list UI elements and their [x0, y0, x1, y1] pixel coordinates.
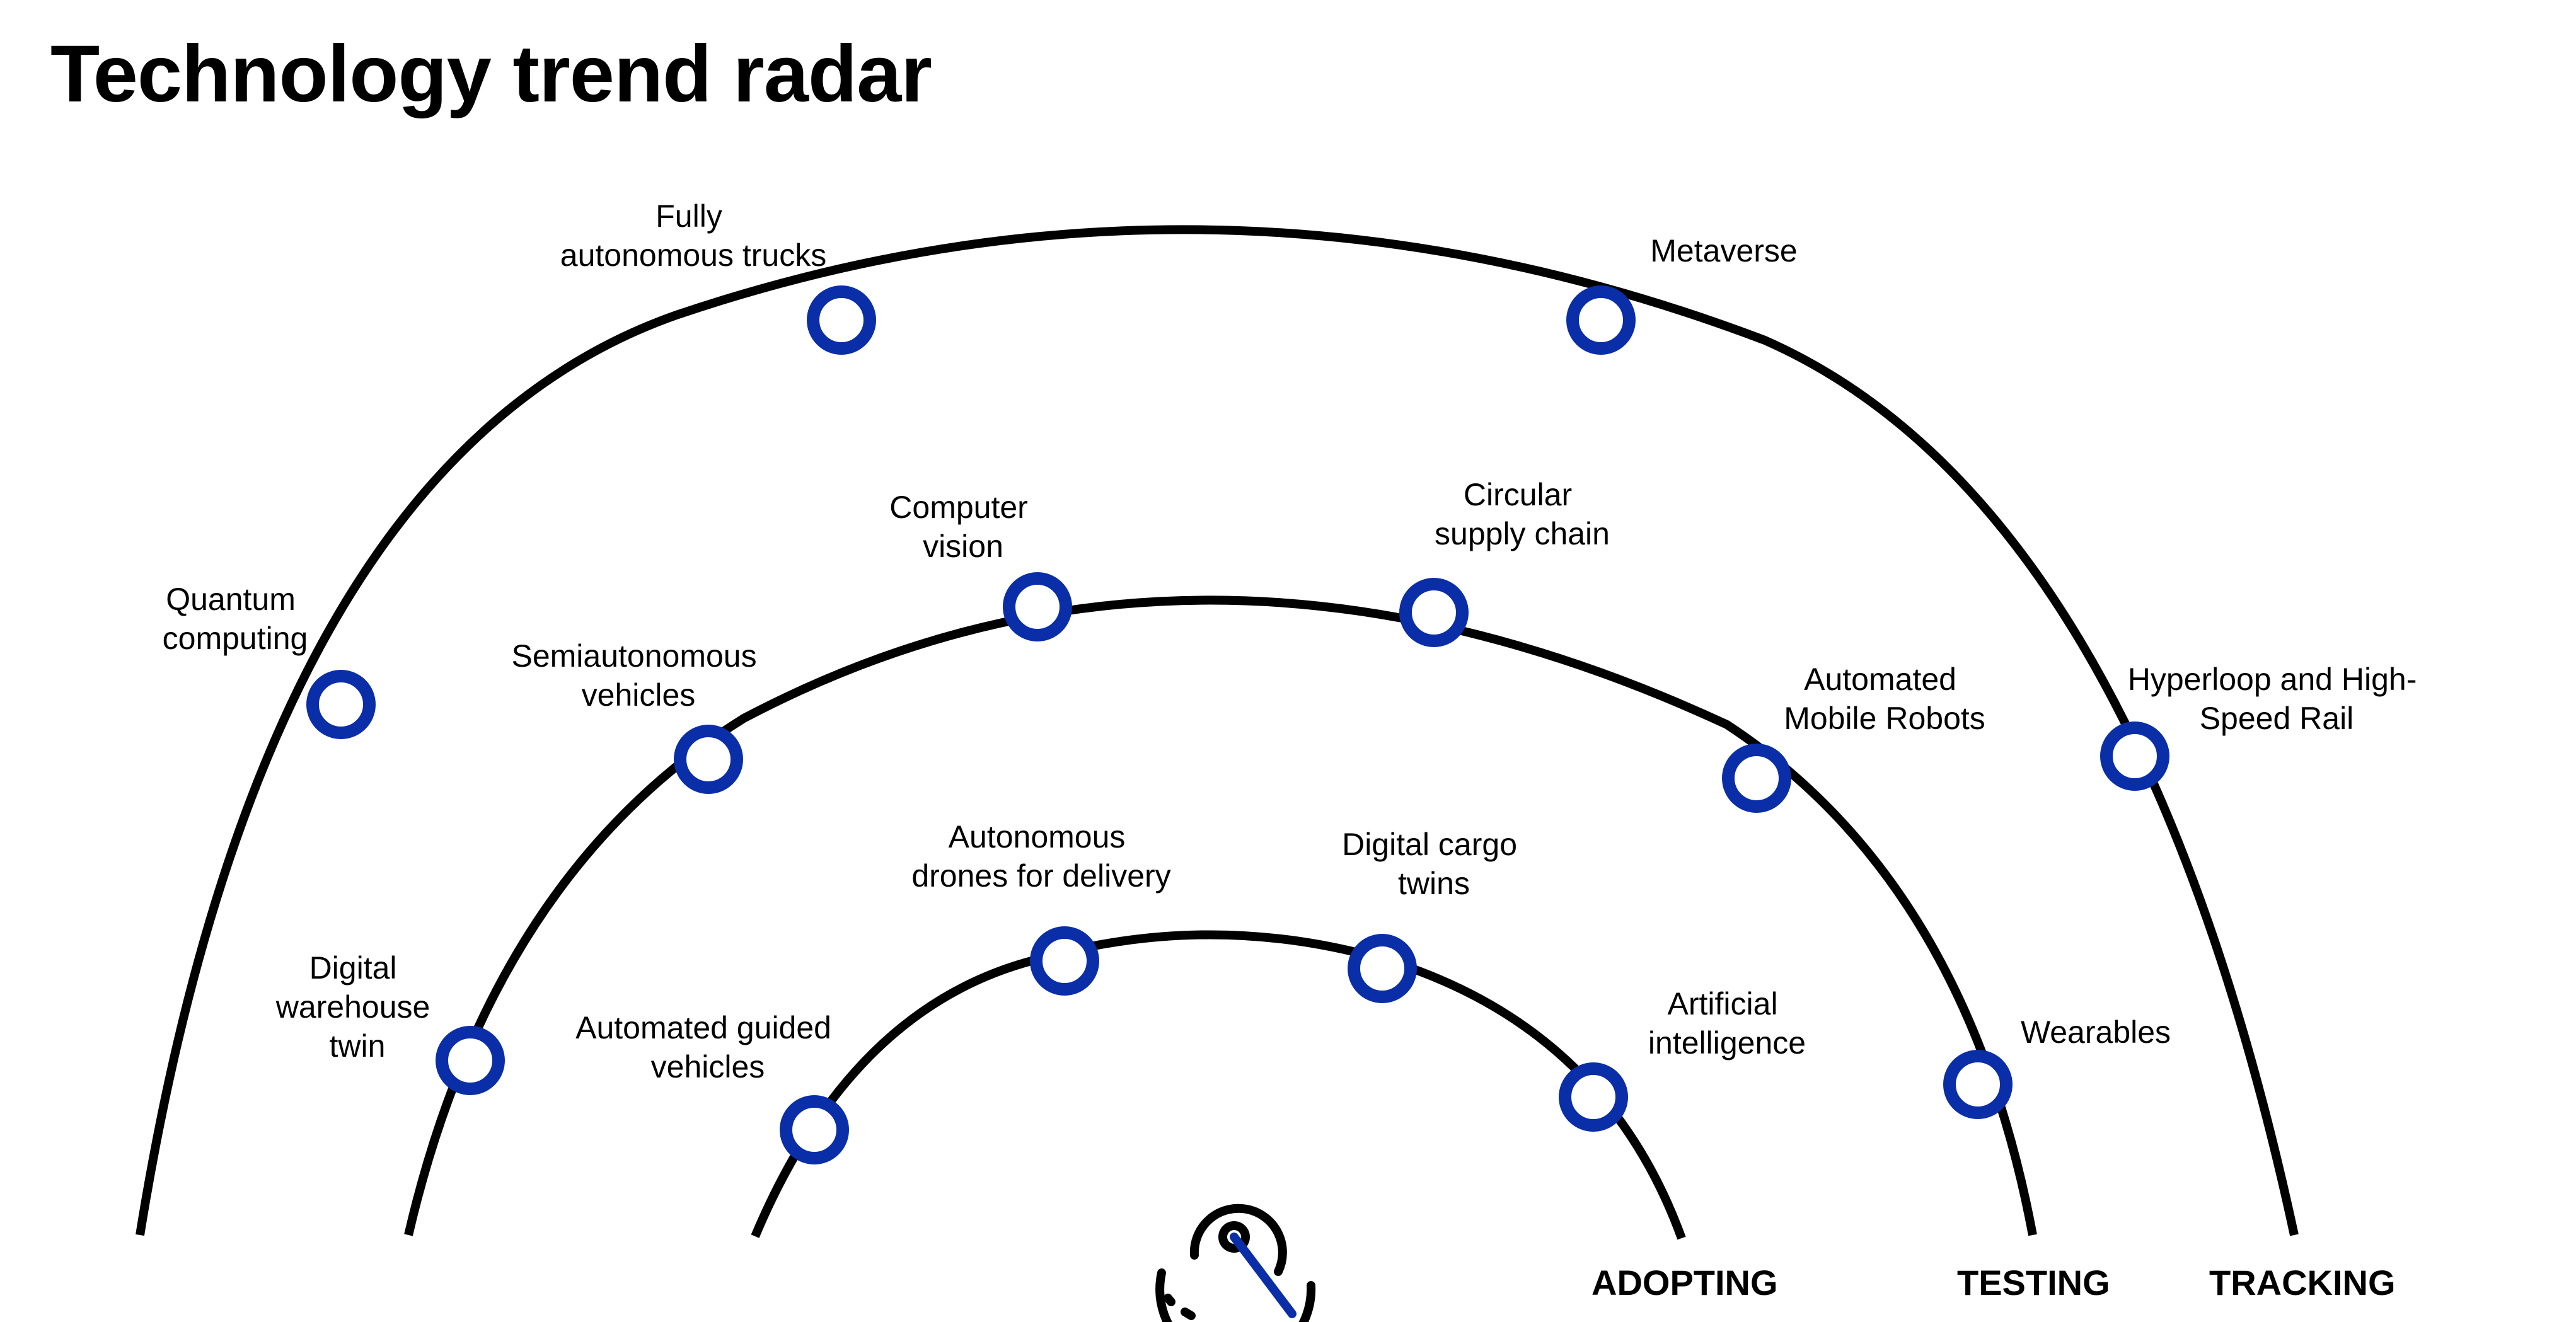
label-line: Digital cargo [1342, 827, 1517, 862]
label-line: Speed Rail [2200, 701, 2354, 736]
radar-icon-dash [1164, 1294, 1175, 1306]
label-line: vision [923, 529, 1003, 564]
ring-label-tracking: TRACKING [2209, 1263, 2396, 1302]
radar-target-icon [1155, 1204, 1316, 1322]
item-label-automated-guided-vehicles: Automated guided vehicles [575, 1010, 840, 1084]
label-line: autonomous trucks [560, 238, 826, 273]
item-label-wearables: Wearables [2021, 1014, 2171, 1050]
item-label-digital-warehouse-twin: Digital warehouse twin [275, 950, 439, 1064]
marker-autonomous-drones [1030, 926, 1099, 996]
item-label-metaverse: Metaverse [1650, 233, 1797, 268]
radar-icon-outer-arc [1155, 1268, 1316, 1322]
label-line: Quantum [166, 582, 296, 617]
marker-digital-cargo-twins [1348, 934, 1417, 1003]
label-line: Hyperloop and High- [2128, 662, 2417, 697]
marker-semiautonomous-vehicles [674, 725, 743, 794]
label-line: Automated [1804, 662, 1956, 697]
label-line: vehicles [582, 677, 696, 713]
marker-quantum-computing [306, 670, 376, 739]
marker-digital-warehouse-twin [436, 1026, 505, 1095]
label-line: Wearables [2021, 1014, 2171, 1050]
label-line: Mobile Robots [1784, 701, 1985, 736]
label-line: computing [163, 621, 308, 656]
radar-icon-dash [1181, 1308, 1196, 1320]
item-label-autonomous-drones: Autonomous drones for delivery [911, 819, 1170, 894]
marker-metaverse [1566, 285, 1636, 355]
radar-icon-middle-arc [1189, 1204, 1287, 1276]
marker-hyperloop [2100, 721, 2169, 791]
marker-computer-vision [1003, 572, 1072, 641]
marker-circular-supply-chain [1399, 578, 1469, 647]
marker-wearables [1943, 1050, 2013, 1119]
label-line: twin [330, 1028, 386, 1064]
marker-automated-guided-vehicles [780, 1095, 849, 1164]
label-line: warehouse [275, 989, 430, 1025]
item-label-computer-vision: Computer vision [889, 490, 1036, 564]
label-line: vehicles [651, 1049, 765, 1084]
item-label-fully-autonomous-trucks: Fully autonomous trucks [560, 198, 826, 273]
ring-label-adopting: ADOPTING [1591, 1263, 1778, 1302]
item-label-quantum-computing: Quantum computing [163, 582, 308, 656]
item-label-automated-mobile-robots: Automated Mobile Robots [1784, 662, 1985, 736]
label-line: Semiautonomous [511, 638, 756, 674]
label-line: Circular [1464, 477, 1572, 512]
item-label-artificial-intelligence: Artificial intelligence [1648, 986, 1806, 1060]
marker-fully-autonomous-trucks [807, 285, 876, 355]
tracking-ring-arc [136, 225, 2299, 1236]
marker-layer [306, 285, 2169, 1164]
marker-automated-mobile-robots [1722, 744, 1791, 813]
item-label-hyperloop: Hyperloop and High- Speed Rail [2128, 662, 2426, 736]
item-label-digital-cargo-twins: Digital cargo twins [1342, 827, 1526, 901]
label-line: Fully [656, 198, 722, 234]
label-line: twins [1398, 866, 1470, 901]
label-line: Computer [889, 490, 1028, 525]
item-label-semiautonomous-vehicles: Semiautonomous vehicles [511, 638, 765, 713]
label-line: Automated guided [575, 1010, 831, 1045]
radar-icon-pointer [1230, 1233, 1297, 1318]
label-line: Metaverse [1650, 233, 1797, 268]
label-line: Autonomous [949, 819, 1126, 854]
testing-ring-arc [404, 595, 2037, 1236]
ring-label-testing: TESTING [1957, 1263, 2110, 1302]
radar-icon-center [1218, 1221, 1250, 1253]
marker-artificial-intelligence [1559, 1062, 1628, 1132]
page-title: Technology trend radar [50, 29, 932, 119]
label-line: Digital [309, 950, 397, 986]
item-labels: Fully autonomous trucks Metaverse Quantu… [163, 198, 2426, 1084]
item-label-circular-supply-chain: Circular supply chain [1435, 477, 1610, 551]
label-line: Artificial [1668, 986, 1778, 1021]
label-line: intelligence [1648, 1025, 1806, 1060]
label-line: supply chain [1435, 516, 1610, 551]
adopting-ring-arc [751, 930, 1686, 1240]
label-line: drones for delivery [911, 858, 1170, 894]
